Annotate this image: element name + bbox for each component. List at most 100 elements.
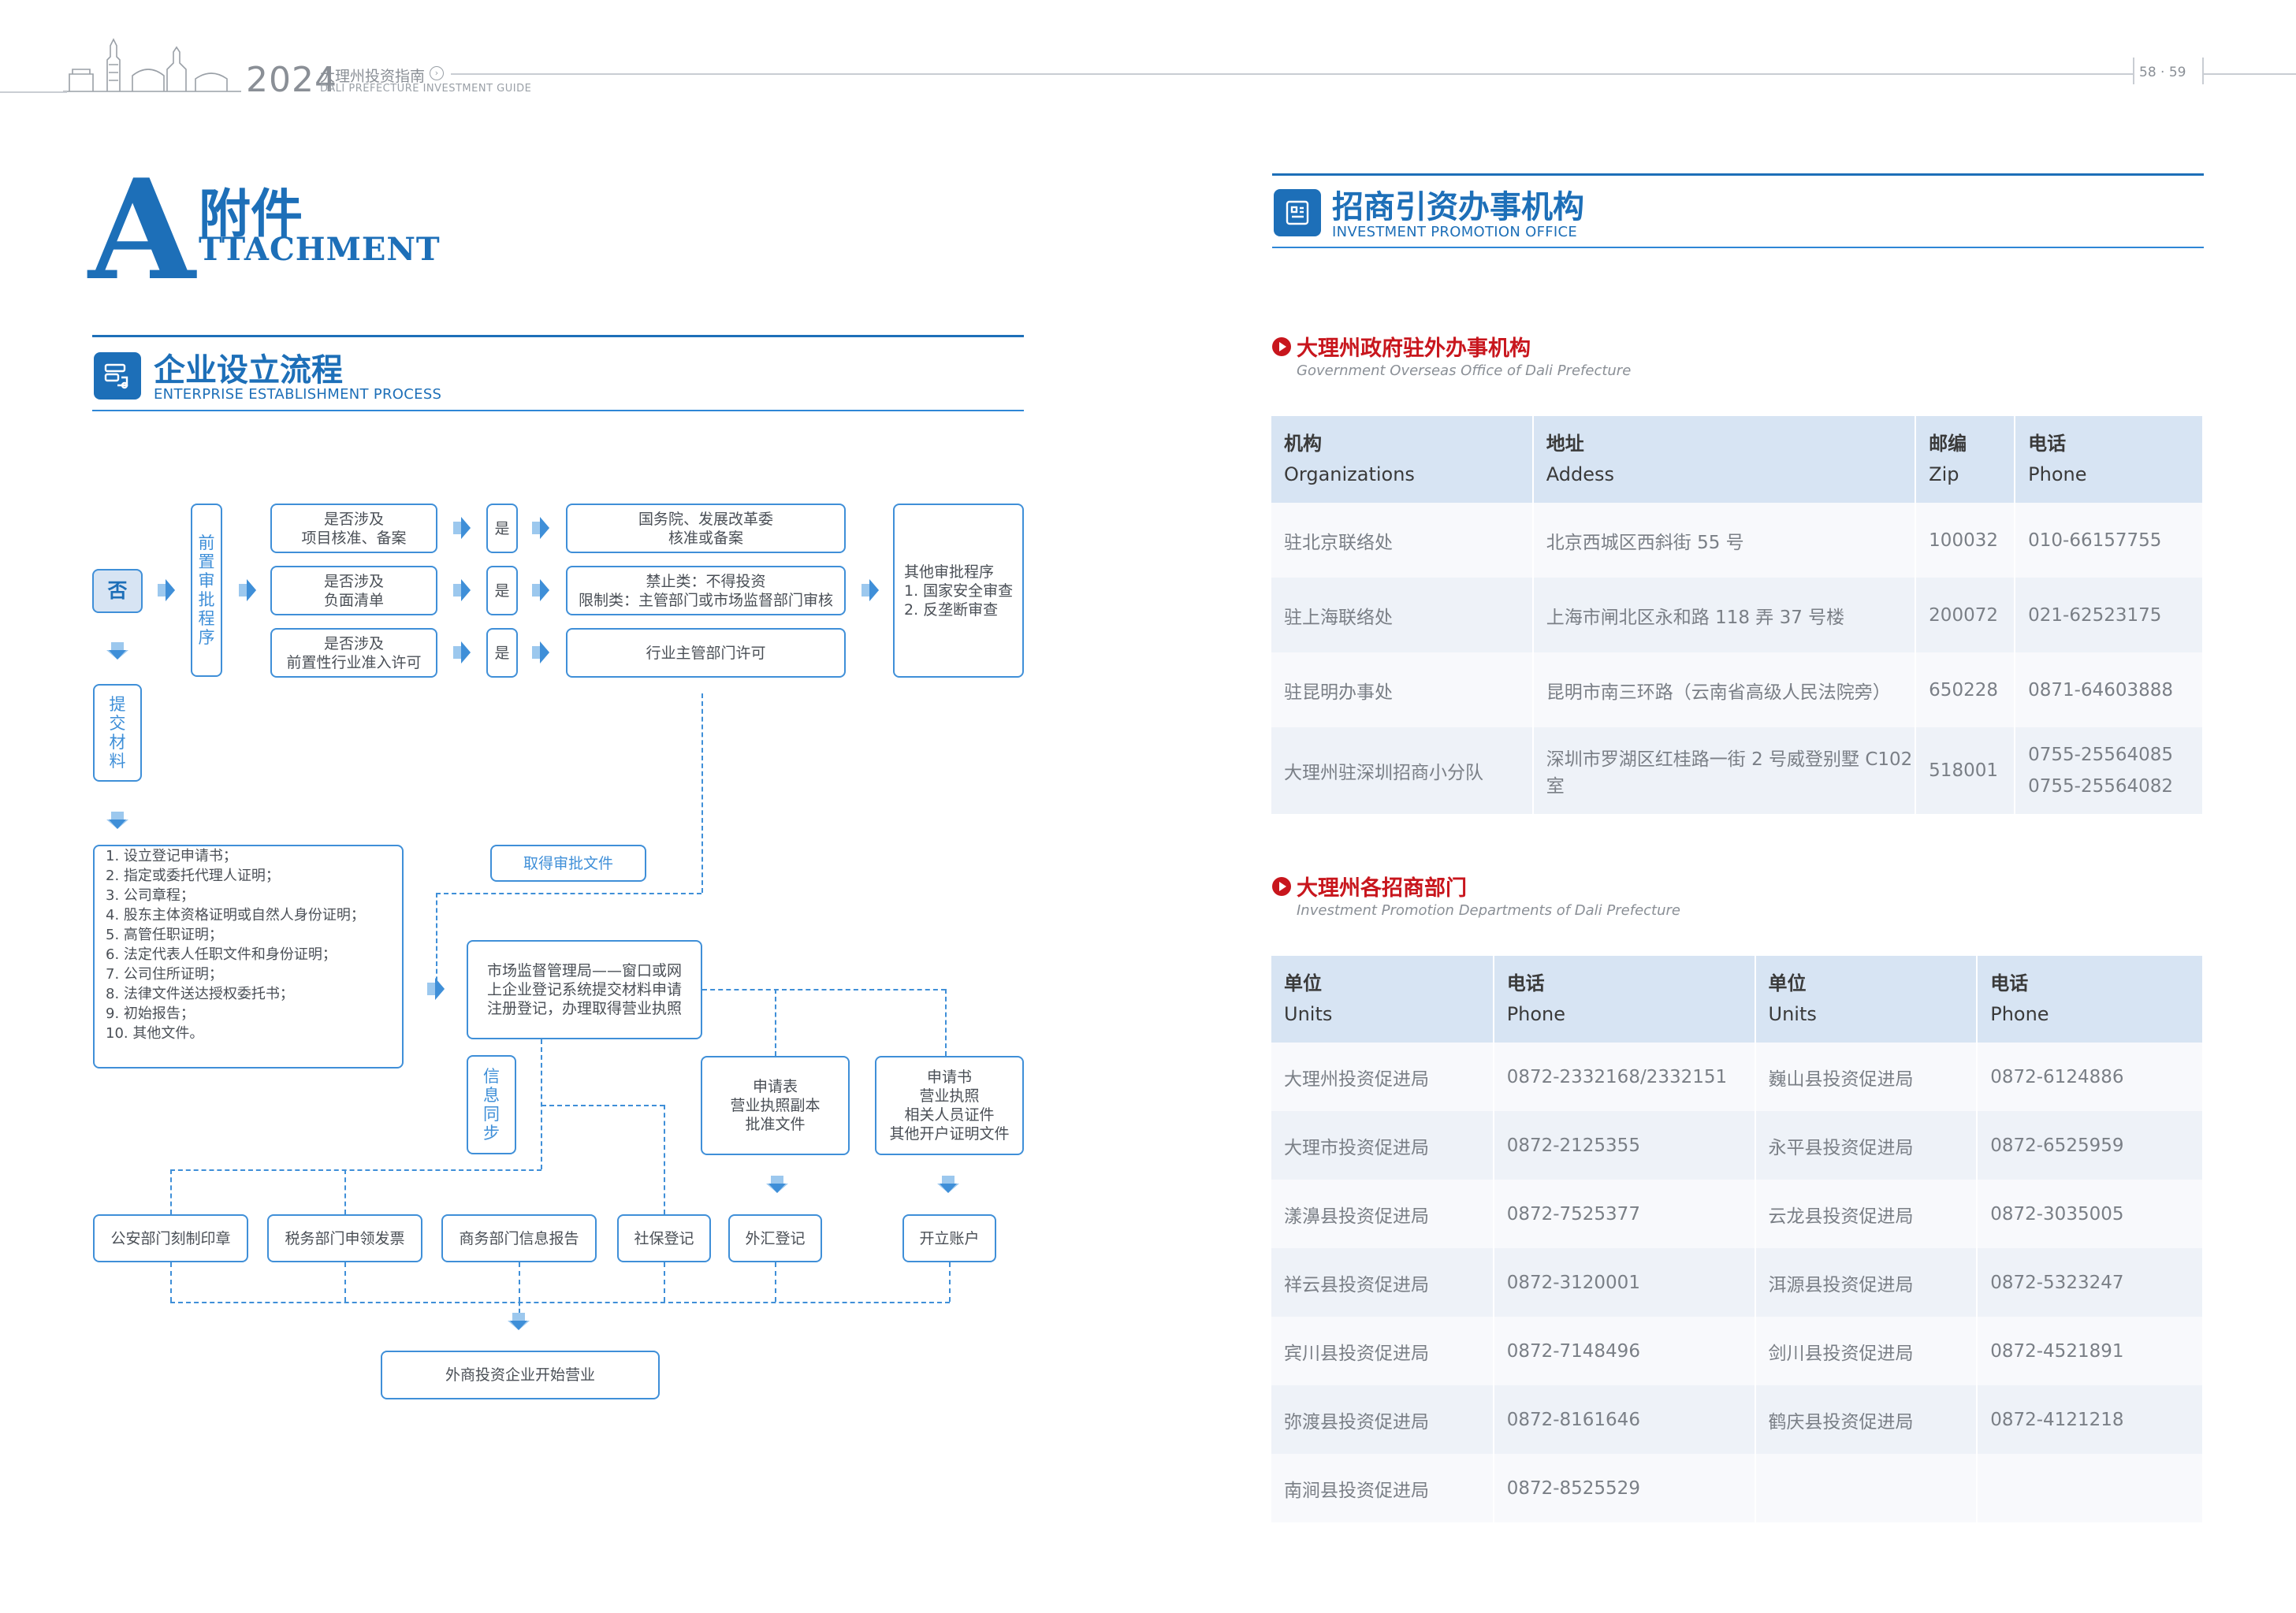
table-cell: 0872-3120001: [1493, 1248, 1756, 1317]
table-row: 驻上海联络处 上海市闸北区永和路 118 弄 37 号楼 200072 021-…: [1271, 578, 2204, 652]
flow-line: 负面清单: [323, 591, 384, 609]
connector: [701, 693, 703, 893]
connector: [170, 1169, 172, 1214]
table-cell: 650228: [1915, 652, 2016, 727]
table-cell: 永平县投资促进局: [1755, 1111, 1978, 1180]
flow-line: 其他开户证明文件: [889, 1125, 1010, 1143]
connector: [519, 1302, 520, 1313]
flow-yes-2: 是: [486, 566, 518, 615]
table-cell: 巍山县投资促进局: [1755, 1043, 1978, 1111]
page-number-tick-left: [2133, 58, 2134, 84]
table-cell: 0872-6525959: [1977, 1111, 2204, 1180]
table-row: 漾濞县投资促进局 0872-7525377 云龙县投资促进局 0872-3035…: [1271, 1180, 2204, 1248]
table-cell: 宾川县投资促进局: [1271, 1317, 1494, 1385]
flow-line: 核准或备案: [668, 529, 743, 547]
header-en: Units: [1284, 1003, 1333, 1025]
header-guide-en: DALI PREFECTURE INVESTMENT GUIDE: [320, 83, 532, 95]
arrow-right-icon: [453, 641, 471, 663]
arrow-right-icon: [453, 579, 471, 601]
flow-pre-approval: 前置审批程序: [191, 504, 222, 677]
table-cell: 0872-7525377: [1493, 1180, 1756, 1248]
table-cell: 大理市投资促进局: [1271, 1111, 1494, 1180]
section-rule-bottom: [1272, 247, 2204, 248]
material-item: 8. 法律文件送达授权委托书；: [106, 986, 294, 1002]
material-item: 5. 高管任职证明；: [106, 927, 223, 943]
flow-result-prohibited: 禁止类：不得投资限制类：主管部门或市场监督部门审核: [566, 566, 846, 615]
table-cell: 大理州投资促进局: [1271, 1043, 1494, 1111]
flow-result-industry-permit: 行业主管部门许可: [566, 628, 846, 678]
connector: [664, 1105, 665, 1214]
flow-line: 营业执照副本: [730, 1097, 821, 1114]
flow-involve-negative-list: 是否涉及负面清单: [270, 566, 437, 615]
flow-line: 项目核准、备案: [301, 529, 407, 547]
arrow-down-icon: [766, 1176, 788, 1193]
material-item: 6. 法定代表人任职文件和身份证明；: [106, 946, 337, 963]
flow-line: 前置性行业准入许可: [286, 653, 422, 671]
table-cell: [1977, 1454, 2204, 1522]
table-cell: 0872-2332168/2332151: [1493, 1043, 1756, 1111]
table-cell: 0872-4521891: [1977, 1317, 2204, 1385]
header-rule: [451, 73, 2133, 75]
flow-yes-1: 是: [486, 504, 518, 553]
arrow-right-icon: [861, 579, 879, 601]
flow-involve-project: 是否涉及项目核准、备案: [270, 504, 437, 553]
header-cn: 邮编: [1929, 433, 1967, 455]
flow-commerce-report: 商务部门信息报告: [441, 1214, 597, 1262]
connector: [945, 989, 947, 1056]
table-cell: 021-62523175: [2015, 578, 2204, 652]
table-row: 南涧县投资促进局 0872-8525529: [1271, 1454, 2204, 1522]
header-rule-left: [0, 91, 67, 93]
flow-result-state-council: 国务院、发展改革委核准或备案: [566, 504, 846, 553]
header-cn: 单位: [1284, 972, 1322, 994]
flow-line: 限制类：主管部门或市场监督部门审核: [578, 591, 833, 609]
flow-line: 公安部门刻制印章: [110, 1229, 231, 1247]
right-section-title-en: INVESTMENT PROMOTION OFFICE: [1332, 224, 1578, 240]
table-cell: 洱源县投资促进局: [1755, 1248, 1978, 1317]
flow-no-label: 否: [107, 579, 128, 602]
table-cell: 驻上海联络处: [1271, 578, 1534, 652]
table-row: 弥渡县投资促进局 0872-8161646 鹤庆县投资促进局 0872-4121…: [1271, 1385, 2204, 1454]
office-icon: [1274, 189, 1321, 236]
section-rule-top: [92, 335, 1024, 337]
material-item: 1. 设立登记申请书；: [106, 848, 237, 864]
header-en: Organizations: [1284, 463, 1415, 485]
flow-line: 外汇登记: [745, 1229, 806, 1247]
right-section-title-cn: 招商引资办事机构: [1332, 188, 1584, 225]
city-skyline-icon: [63, 38, 241, 92]
flow-line: 相关人员证件: [904, 1106, 995, 1124]
flow-line: 行业主管部门许可: [646, 644, 766, 662]
header-cn: 电话: [1506, 972, 1545, 994]
flow-yes-label: 是: [494, 644, 510, 662]
header-en: Phone: [2028, 463, 2087, 485]
flow-line: 是否涉及: [323, 634, 384, 652]
flow-police-seal: 公安部门刻制印章: [93, 1214, 248, 1262]
flow-line: 申请书: [926, 1069, 972, 1086]
bullet-play-icon: [1272, 877, 1291, 896]
page-numbers: 58 · 59: [2139, 65, 2186, 80]
material-item: 2. 指定或委托代理人证明；: [106, 868, 280, 884]
flow-submit-label: 提交材料: [109, 695, 126, 771]
table2-title-cn: 大理州各招商部门: [1297, 876, 1467, 901]
flow-line: 注册登记，办理取得营业执照: [486, 1000, 682, 1017]
material-item: 4. 股东主体资格证明或自然人身份证明；: [106, 907, 365, 924]
table2-title-en: Investment Promotion Departments of Dali…: [1297, 902, 1680, 919]
table-header-cell: 单位 Units: [1271, 956, 1494, 1043]
table-cell: 0871-64603888: [2015, 652, 2204, 727]
header-en: Phone: [1990, 1003, 2049, 1025]
table-cell: 驻昆明办事处: [1271, 652, 1534, 727]
flow-line: 是否涉及: [323, 572, 384, 590]
section-rule-top: [1272, 173, 2204, 176]
phone-line: 0755-25564082: [2028, 776, 2174, 797]
flow-info-sync: 信息同步: [467, 1055, 516, 1154]
arrow-down-icon: [106, 642, 128, 660]
flow-submit-materials: 提交材料: [93, 684, 142, 782]
page-number-tick-right: [2202, 58, 2204, 84]
